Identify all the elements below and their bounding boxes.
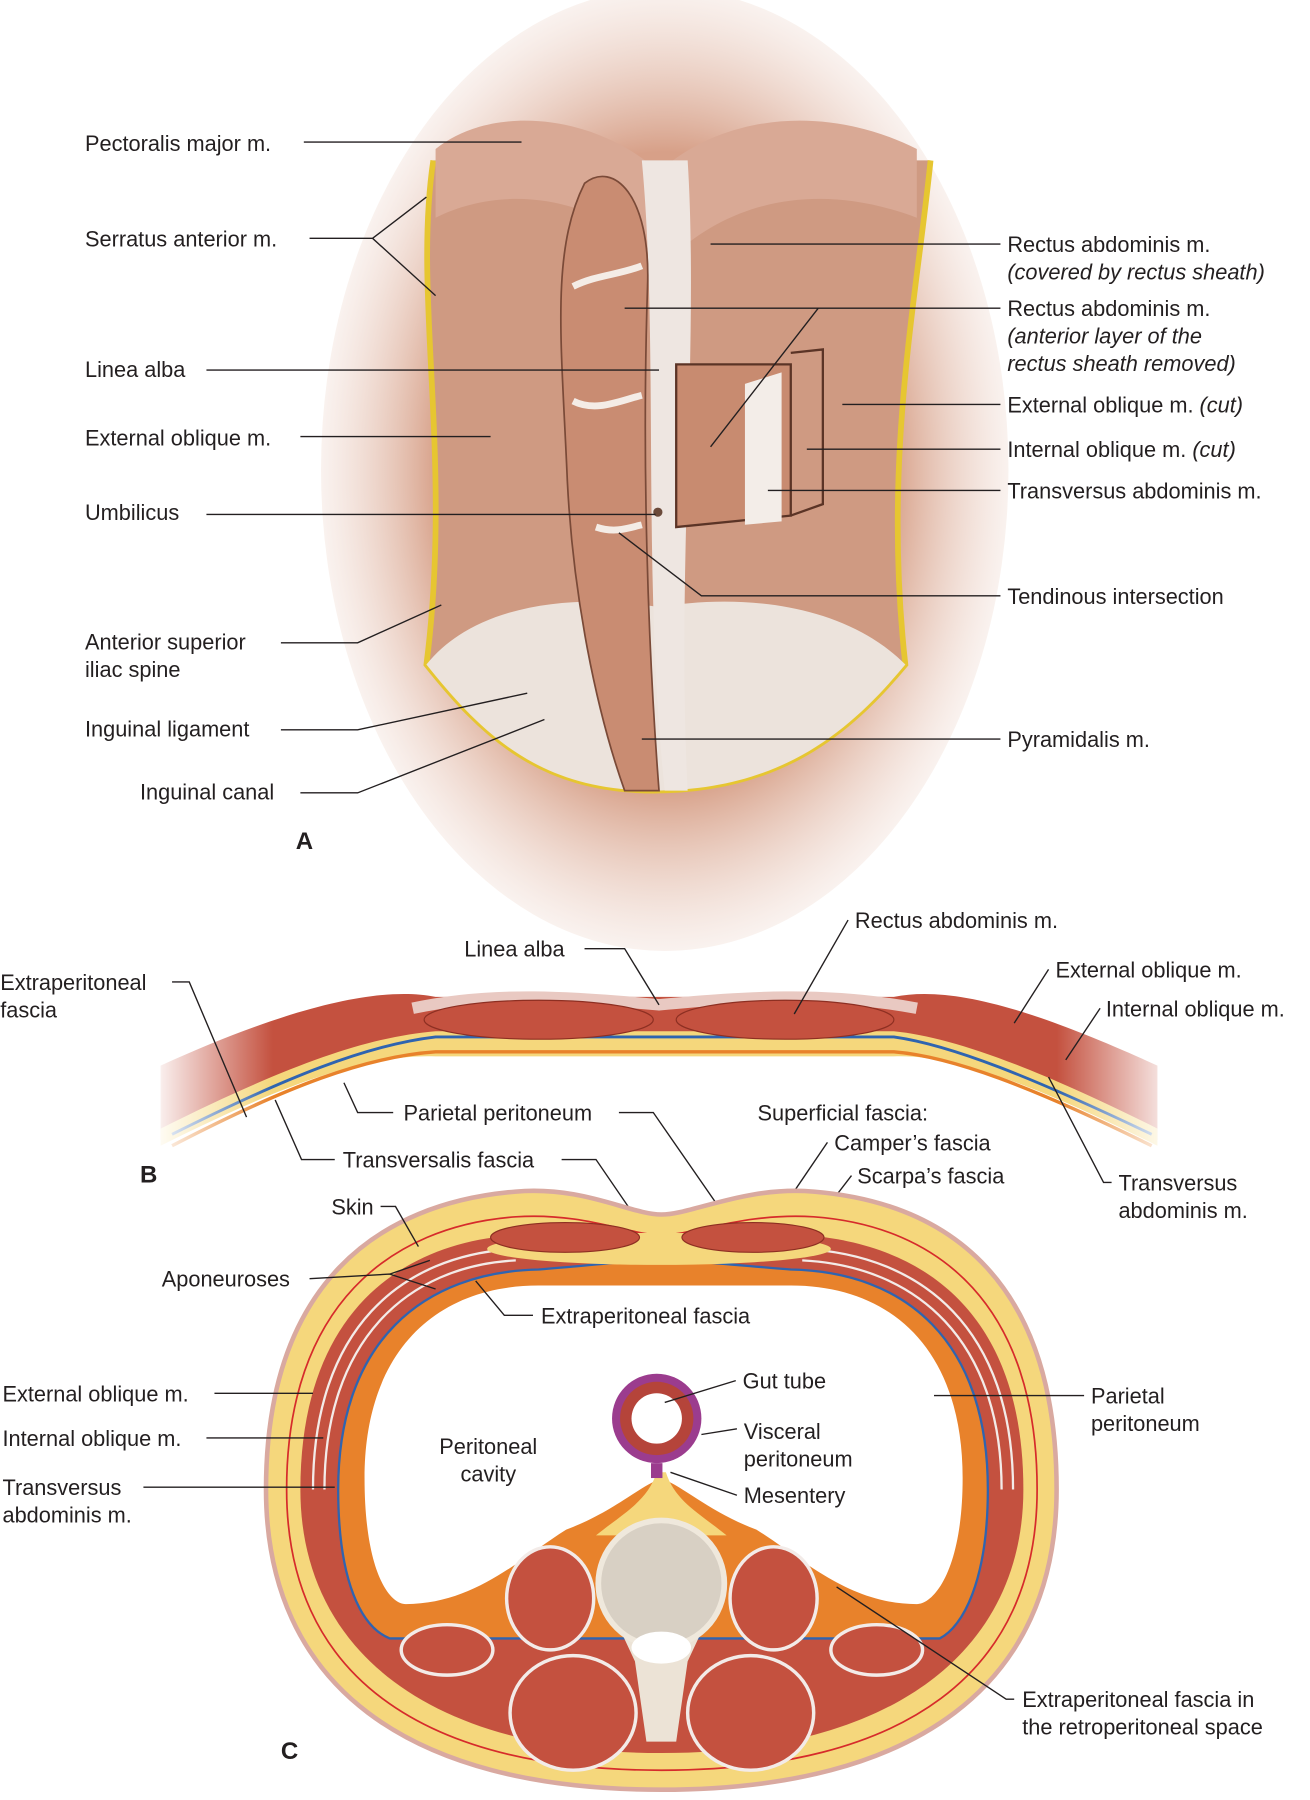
transversus-window — [744, 372, 782, 525]
label-transversus-a: Transversus abdominis m. — [1007, 478, 1261, 503]
label-retroperitoneal-line1: Extraperitoneal fascia in — [1022, 1687, 1254, 1712]
rectus-right-c — [681, 1221, 825, 1253]
label-external-oblique-a: External oblique m. — [85, 426, 271, 451]
label-peritoneal-cavity-line1: Peritoneal — [439, 1434, 537, 1459]
muscle-layer-separations — [311, 1247, 1015, 1490]
mesentery-stalk — [650, 1463, 663, 1479]
label-asis-line1: Anterior superior — [85, 630, 246, 655]
label-transversus-c-line1: Transversus — [2, 1475, 121, 1500]
leader-line — [664, 1379, 736, 1404]
label-pectoralis-major: Pectoralis major m. — [85, 131, 271, 156]
tendinous-intersections — [571, 262, 644, 534]
leader-line — [1065, 1007, 1101, 1061]
leader-line — [1013, 968, 1050, 1024]
leader-line — [1047, 1076, 1112, 1184]
leader-line — [701, 1428, 738, 1436]
leader-line — [280, 604, 442, 644]
erector-left — [508, 1653, 638, 1772]
label-parietal-c-line2: peritoneum — [1091, 1411, 1200, 1436]
label-campers-fascia: Camper’s fascia — [834, 1130, 991, 1155]
panel-b-illustration — [149, 985, 1181, 1158]
label-retroperitoneal-line2: the retroperitoneal space — [1022, 1715, 1263, 1740]
label-transversus-b-line2: abdominis m. — [1118, 1198, 1247, 1223]
leader-line — [300, 718, 545, 794]
label-skin: Skin — [331, 1195, 373, 1220]
quadratus-right — [829, 1622, 925, 1677]
label-linea-alba-a: Linea alba — [85, 357, 186, 382]
rectus-left-c — [490, 1221, 641, 1253]
label-gut-tube: Gut tube — [743, 1369, 826, 1394]
label-rectus-covered-line1: Rectus abdominis m. — [1007, 232, 1210, 257]
leader-line — [670, 1471, 738, 1496]
label-umbilicus: Umbilicus — [85, 500, 179, 525]
linea-alba-shape — [641, 160, 691, 791]
label-peritoneal-cavity-line2: cavity — [460, 1461, 516, 1486]
vertebral-canal — [631, 1631, 692, 1664]
label-tendinous-intersection: Tendinous intersection — [1007, 584, 1223, 609]
label-pyramidalis: Pyramidalis m. — [1007, 727, 1150, 752]
label-rectus-covered-line2: (covered by rectus sheath) — [1007, 260, 1265, 285]
label-external-oblique-b: External oblique m. — [1055, 957, 1241, 982]
label-mesentery: Mesentery — [744, 1483, 846, 1508]
panel-c-illustration — [263, 1188, 1059, 1792]
label-extraperitoneal-b-line1: Extraperitoneal — [0, 970, 146, 995]
label-parietal-peritoneum-b: Parietal peritoneum — [404, 1101, 593, 1126]
panel-a-illustration — [321, 0, 1009, 951]
mesentery-root — [595, 1472, 727, 1536]
umbilicus-mark — [653, 507, 663, 517]
leader-line — [172, 981, 248, 1118]
label-rectus-exposed-line2: (anterior layer of the — [1007, 324, 1202, 349]
panel-letter-a: A — [296, 828, 313, 855]
fade-overlay — [149, 985, 1181, 1158]
leader-line — [584, 948, 660, 1006]
leader-line — [309, 196, 437, 297]
label-scarpas-fascia: Scarpa’s fascia — [857, 1164, 1005, 1189]
panel-b-labels: Linea alba Rectus abdominis m. Extraperi… — [0, 908, 1285, 1270]
vertebral-body — [595, 1517, 728, 1650]
label-visceral-line1: Visceral — [744, 1419, 821, 1444]
label-inguinal-ligament: Inguinal ligament — [85, 717, 249, 742]
psoas-left — [504, 1545, 596, 1652]
leader-line — [380, 1205, 419, 1247]
label-extraperitoneal-b-line2: fascia — [0, 997, 58, 1022]
label-internal-oblique-b: Internal oblique m. — [1106, 996, 1285, 1021]
leader-line — [280, 692, 528, 731]
leader-line — [309, 1259, 436, 1290]
label-internal-oblique-c: Internal oblique m. — [2, 1426, 181, 1451]
label-extraperitoneal-c: Extraperitoneal fascia — [541, 1303, 751, 1328]
ext-oblique-cut-edge — [790, 348, 825, 517]
label-asis-line2: iliac spine — [85, 657, 181, 682]
erector-right — [685, 1653, 816, 1772]
panel-c-labels: Skin Aponeuroses Extraperitoneal fascia … — [2, 1195, 1262, 1765]
label-rectus-b: Rectus abdominis m. — [855, 908, 1058, 933]
label-transversus-b-line1: Transversus — [1118, 1170, 1237, 1195]
psoas-right — [728, 1545, 819, 1652]
label-aponeuroses: Aponeuroses — [162, 1267, 290, 1292]
label-serratus-anterior: Serratus anterior m. — [85, 226, 277, 251]
label-rectus-exposed-line3: rectus sheath removed) — [1007, 351, 1235, 376]
leader-line — [618, 532, 1001, 597]
gut-lumen — [631, 1393, 682, 1444]
label-transversus-c-line2: abdominis m. — [2, 1503, 131, 1528]
leader-line — [624, 307, 1001, 448]
label-external-oblique-c: External oblique m. — [2, 1381, 188, 1406]
leader-line — [475, 1280, 533, 1317]
label-visceral-line2: peritoneum — [744, 1447, 853, 1472]
label-inguinal-canal: Inguinal canal — [140, 780, 274, 805]
panel-letter-b: B — [140, 1161, 157, 1188]
label-superficial-fascia: Superficial fascia: — [758, 1101, 928, 1126]
label-ext-oblique-cut: External oblique m. (cut) — [1007, 392, 1243, 417]
panel-letter-c: C — [281, 1738, 298, 1765]
leader-line — [836, 1586, 1015, 1700]
quadratus-left — [399, 1622, 495, 1677]
label-linea-alba-b: Linea alba — [464, 937, 565, 962]
label-rectus-exposed-line1: Rectus abdominis m. — [1007, 296, 1210, 321]
panel-a-labels: Pectoralis major m. Serratus anterior m.… — [85, 131, 1265, 855]
label-int-oblique-cut: Internal oblique m. (cut) — [1007, 437, 1236, 462]
label-transversalis-fascia: Transversalis fascia — [343, 1148, 535, 1173]
label-parietal-c-line1: Parietal — [1091, 1384, 1165, 1409]
leader-line — [793, 919, 849, 1015]
